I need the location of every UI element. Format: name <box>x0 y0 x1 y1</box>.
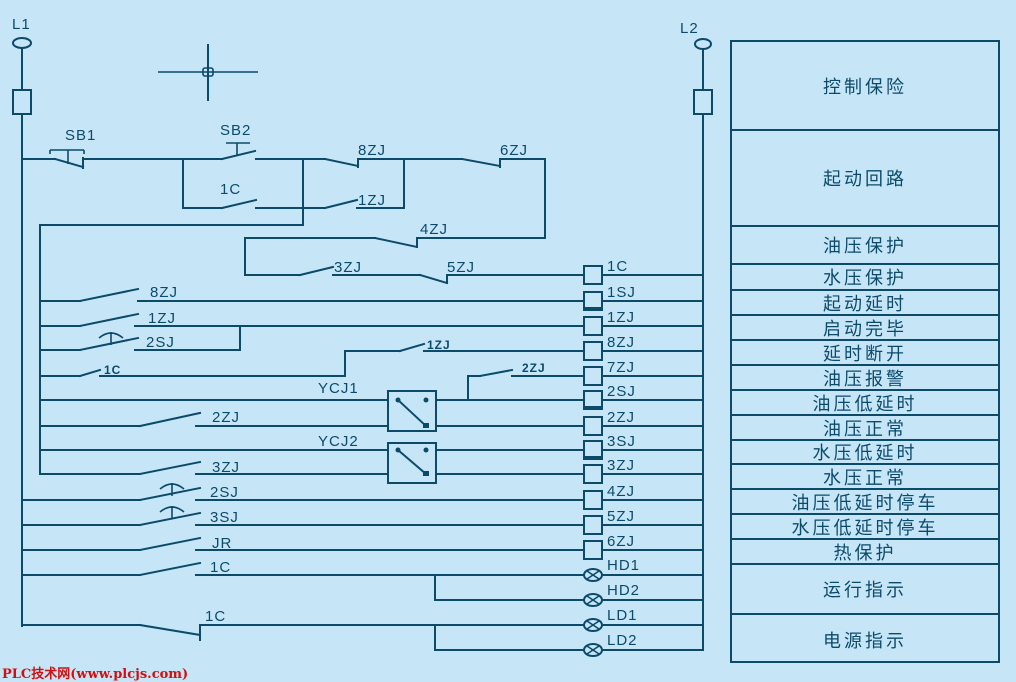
2sj-branch-b-label: 2SJ <box>210 484 239 501</box>
ycj1-label: YCJ1 <box>318 380 359 397</box>
coil-3zj: 3ZJ <box>583 457 635 484</box>
6zj-top-label: 6ZJ <box>500 142 528 159</box>
legend-row: 延时断开 <box>732 341 998 366</box>
ladder-diagram: L1 L2 SB1 SB2 1C <box>12 16 713 657</box>
2zj-branch-b-label: 2ZJ <box>522 361 546 375</box>
legend-row: 油压低延时 <box>732 391 998 416</box>
legend-row: 电源指示 <box>823 631 907 652</box>
coil-1sj: 1SJ <box>583 284 636 311</box>
legend-row: 控制保险 <box>732 42 998 131</box>
ycj1-pressure-switch: YCJ1 <box>318 380 437 432</box>
coil-3sj: 3SJ <box>583 433 636 460</box>
coil-label: 7ZJ <box>607 359 635 376</box>
1zj-branch-b-label: 1ZJ <box>427 338 451 352</box>
coil-2sj: 2SJ <box>583 383 636 410</box>
fuse-l1 <box>12 89 32 115</box>
coil-column: 1C 1SJ 1ZJ 8ZJ 7ZJ 2SJ 2ZJ 3SJ 3ZJ 4ZJ 5ZJ 6ZJ HD1HD… <box>583 258 640 657</box>
coil-4zj: 4ZJ <box>583 483 635 510</box>
1c-branch-label: 1C <box>104 363 121 377</box>
1zj-top-label: 1ZJ <box>358 192 386 209</box>
lamp-hd2-icon: HD2 <box>583 582 640 607</box>
lamp-ld2-icon: LD2 <box>583 632 638 657</box>
ycj2-label: YCJ2 <box>318 433 359 450</box>
coil-7zj: 7ZJ <box>583 359 635 386</box>
coil-label: 1C <box>607 258 628 275</box>
lamp-label: HD2 <box>607 582 640 599</box>
8zj-top-label: 8ZJ <box>358 142 386 159</box>
1zj-branch-label: 1ZJ <box>148 310 176 327</box>
coil-wires <box>601 274 704 651</box>
l1-rail: L1 <box>12 16 32 627</box>
legend-row: 水压低延时 <box>732 441 998 465</box>
legend-row: 起动回路 <box>732 131 998 227</box>
legend-row: 水压保护 <box>732 265 998 291</box>
legend-row: 油压保护 <box>732 227 998 265</box>
legend-row: 热保护 <box>732 540 998 565</box>
coil-label: 5ZJ <box>607 508 635 525</box>
watermark: PLC技术网(www.plcjs.com) <box>2 667 189 682</box>
fuse-l2 <box>693 89 713 115</box>
branch-rungs: 8ZJ 1ZJ 2SJ 1C 1ZJ 2ZJ <box>21 284 585 651</box>
2zj-branch-label: 2ZJ <box>212 409 240 426</box>
function-legend-table: 控制保险起动回路油压保护水压保护起动延时启动完毕延时断开油压报警油压低延时油压正… <box>730 40 1000 663</box>
lamp-label: HD1 <box>607 557 640 574</box>
coil-label: 1SJ <box>607 284 636 301</box>
1c-branch-b-label: 1C <box>210 559 231 576</box>
coil-8zj: 8ZJ <box>583 334 635 361</box>
3zj-top-label: 3ZJ <box>334 259 362 276</box>
coil-label: 3ZJ <box>607 457 635 474</box>
coil-label: 2SJ <box>607 383 636 400</box>
crosshair-icon <box>158 44 258 101</box>
start-circuit: SB1 SB2 1C 8ZJ 6ZJ 1ZJ 4ZJ <box>21 122 585 475</box>
coil-1zj: 1ZJ <box>583 309 635 336</box>
coil-1c: 1C <box>583 258 628 285</box>
coil-label: 6ZJ <box>607 533 635 550</box>
lamp-label: LD2 <box>607 632 638 649</box>
4zj-top-label: 4ZJ <box>420 221 448 238</box>
lamp-ld1-icon: LD1 <box>583 607 638 632</box>
jr-branch-label: JR <box>212 535 232 552</box>
legend-row: 水压正常 <box>732 465 998 490</box>
legend-row: 油压低延时停车 <box>732 490 998 515</box>
l2-rail: L2 <box>680 20 713 651</box>
coil-2zj: 2ZJ <box>583 409 635 436</box>
legend-row: 运行指示 <box>732 565 998 615</box>
legend-row: 起动延时 <box>732 291 998 316</box>
lamp-label: LD1 <box>607 607 638 624</box>
legend-row: 水压低延时停车 <box>732 515 998 540</box>
legend-row: 油压正常 <box>732 416 998 441</box>
2sj-branch-label: 2SJ <box>146 334 175 351</box>
5zj-top-label: 5ZJ <box>447 259 475 276</box>
l2-label: L2 <box>680 20 699 37</box>
1c-hold-label: 1C <box>220 181 241 198</box>
coil-6zj: 6ZJ <box>583 533 635 560</box>
ycj2-pressure-switch: YCJ2 <box>318 433 437 484</box>
coil-label: 4ZJ <box>607 483 635 500</box>
sb1-label: SB1 <box>65 127 96 144</box>
l1-label: L1 <box>12 16 31 33</box>
3zj-branch-label: 3ZJ <box>212 459 240 476</box>
coil-label: 2ZJ <box>607 409 635 426</box>
coil-label: 1ZJ <box>607 309 635 326</box>
sb2-label: SB2 <box>220 122 251 139</box>
coil-label: 3SJ <box>607 433 636 450</box>
1c-branch-c-label: 1C <box>205 608 226 625</box>
legend-row: 油压报警 <box>732 366 998 391</box>
coil-label: 8ZJ <box>607 334 635 351</box>
coil-5zj: 5ZJ <box>583 508 635 535</box>
lamp-hd1-icon: HD1 <box>583 557 640 582</box>
8zj-branch-label: 8ZJ <box>150 284 178 301</box>
3sj-branch-label: 3SJ <box>210 509 239 526</box>
legend-row: 启动完毕 <box>732 316 998 341</box>
